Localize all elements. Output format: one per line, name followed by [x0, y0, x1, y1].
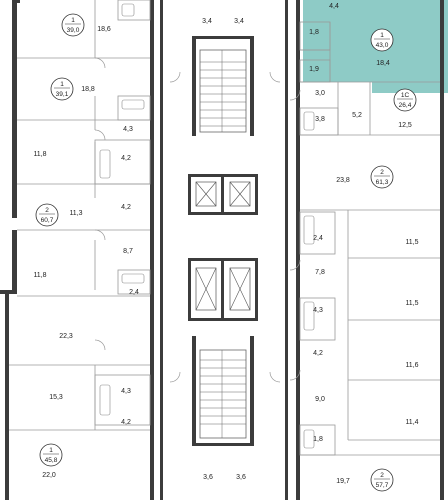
- apartment-area: 60,7: [41, 217, 54, 224]
- staircase-bottom: [199, 349, 247, 439]
- room-area: 22,0: [42, 472, 56, 479]
- elevator-shafts: [195, 181, 251, 311]
- room-area: 4,2: [121, 204, 131, 211]
- room-area: 11,6: [405, 362, 418, 369]
- room-area: 3,8: [315, 116, 325, 123]
- room-area: 3,4: [234, 18, 244, 25]
- apartment-badge[interactable]: 2 57,7: [370, 468, 394, 492]
- room-area: 4,3: [123, 126, 133, 133]
- partitions-left: [9, 0, 151, 431]
- room-area: 4,3: [121, 388, 131, 395]
- apartment-rooms: 1С: [401, 92, 410, 99]
- room-area: 4,3: [313, 307, 323, 314]
- room-area: 11,3: [69, 210, 82, 217]
- room-area: 23,8: [336, 177, 350, 184]
- room-area: 22,3: [59, 333, 73, 340]
- apartment-badge[interactable]: 1С 26,4: [393, 88, 417, 112]
- doors: [94, 57, 301, 383]
- room-area: 8,7: [123, 248, 133, 255]
- room-area: 1,8: [309, 29, 319, 36]
- apartment-rooms: 1: [71, 17, 75, 24]
- apartment-area: 39,0: [67, 27, 80, 34]
- room-area: 4,2: [313, 350, 323, 357]
- apartment-area: 61,3: [376, 179, 389, 186]
- apartment-rooms: 1: [380, 32, 384, 39]
- bath-fixtures: [99, 3, 315, 449]
- room-area: 18,8: [81, 86, 95, 93]
- room-labels-center: 3,4 3,4 3,6 3,6: [202, 18, 246, 481]
- apartment-rooms: 1: [49, 447, 53, 454]
- room-area: 3,4: [202, 18, 212, 25]
- room-area: 3,6: [236, 474, 246, 481]
- room-area: 11,8: [33, 151, 46, 158]
- room-area: 2,4: [129, 289, 139, 296]
- room-area: 2,4: [313, 235, 323, 242]
- apartment-badge[interactable]: 1 39,1: [50, 77, 74, 101]
- room-area: 18,6: [97, 26, 111, 33]
- apartment-area: 45,8: [45, 457, 58, 464]
- room-area: 19,7: [336, 478, 350, 485]
- apartment-badge[interactable]: 1 45,8: [39, 443, 63, 467]
- apartment-badge[interactable]: 2 61,3: [370, 165, 394, 189]
- room-area: 11,4: [405, 419, 418, 426]
- room-area: 3,6: [203, 474, 213, 481]
- apartment-badge[interactable]: 1 39,0: [61, 13, 85, 37]
- room-labels-left: 18,6 18,8 4,3 11,8 4,2 4,2 11,3 8,7 11,8…: [33, 26, 139, 479]
- room-area: 5,2: [352, 112, 362, 119]
- partitions-right: [299, 21, 440, 456]
- room-area: 12,5: [398, 122, 412, 129]
- staircase-top: [199, 49, 247, 133]
- room-area: 11,5: [405, 239, 418, 246]
- apartment-rooms: 2: [45, 207, 49, 214]
- room-area: 4,4: [329, 3, 339, 10]
- room-area: 4,2: [121, 419, 131, 426]
- room-labels-right: 4,4 1,8 18,4 1,9 3,0 3,8 5,2 12,5 23,8 2…: [309, 3, 419, 485]
- room-area: 15,3: [49, 394, 63, 401]
- apartment-area: 43,0: [376, 42, 389, 49]
- apartment-area: 57,7: [376, 482, 389, 489]
- apartment-badge[interactable]: 2 60,7: [35, 203, 59, 227]
- apartment-rooms: 1: [60, 81, 64, 88]
- room-area: 18,4: [376, 60, 390, 67]
- room-area: 11,8: [33, 272, 46, 279]
- room-area: 4,2: [121, 155, 131, 162]
- room-area: 7,8: [315, 269, 325, 276]
- apartment-rooms: 2: [380, 169, 384, 176]
- room-area: 9,0: [315, 396, 325, 403]
- apartment-badge[interactable]: 1 43,0: [370, 28, 394, 52]
- apartment-rooms: 2: [380, 472, 384, 479]
- room-area: 1,8: [313, 436, 323, 443]
- apartment-area: 39,1: [56, 91, 69, 98]
- room-area: 1,9: [309, 66, 319, 73]
- apartment-area: 26,4: [399, 102, 412, 109]
- room-area: 3,0: [315, 90, 325, 97]
- room-area: 11,5: [405, 300, 418, 307]
